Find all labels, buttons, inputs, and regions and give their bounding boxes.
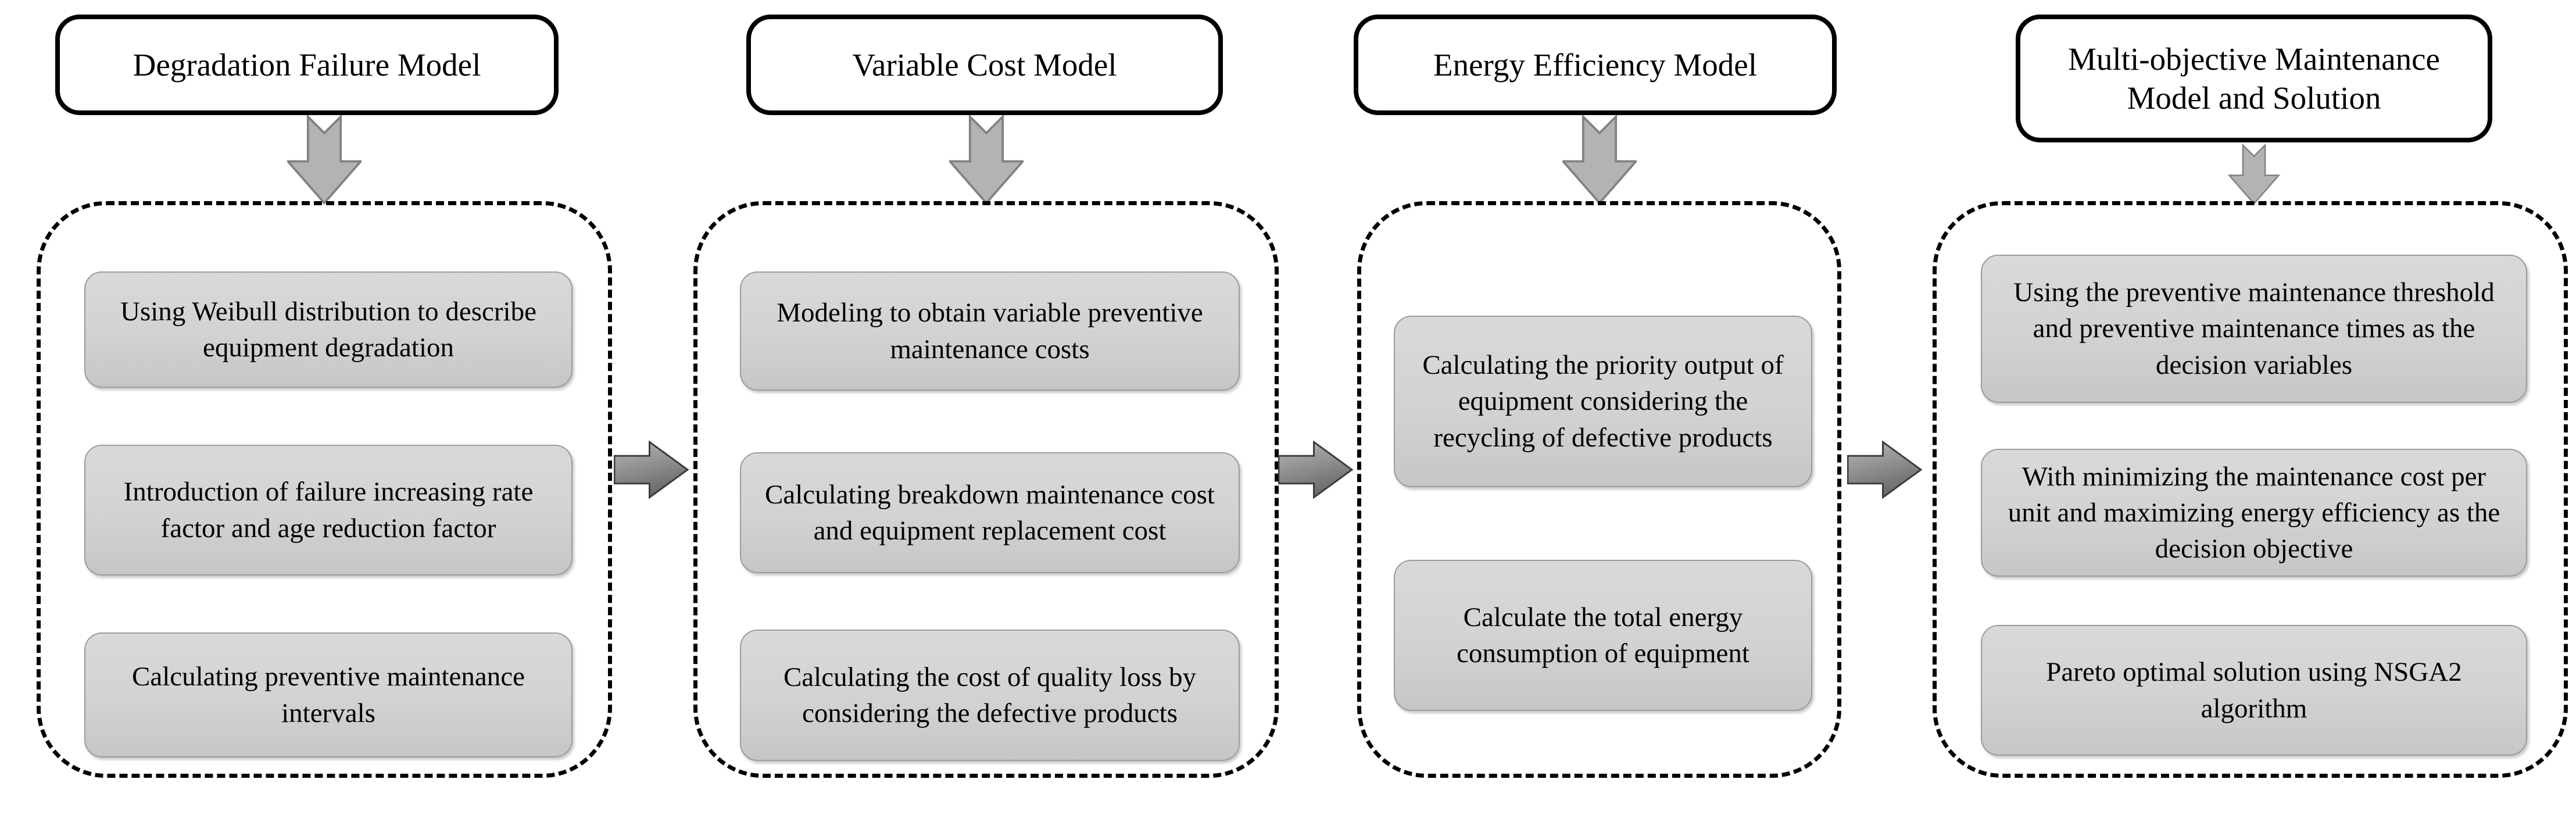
step-label: Using the preventive maintenance thresho… [2013,277,2495,380]
container-variable-cost-model: Modeling to obtain variable preventive m… [693,201,1279,778]
container-multi-objective-maintenance-model: Using the preventive maintenance thresho… [1933,201,2568,778]
step-box: Modeling to obtain variable preventive m… [740,271,1240,391]
header-label: Multi-objective Maintenance Model and So… [2068,41,2440,116]
step-label: Calculating the cost of quality loss by … [783,662,1197,728]
down-arrow-icon [287,115,362,205]
header-label: Energy Efficiency Model [1433,47,1757,83]
step-label: Calculating preventive maintenance inter… [132,662,525,728]
step-label: Calculating the priority output of equip… [1422,350,1784,453]
step-box: Calculate the total energy consumption o… [1394,560,1812,711]
header-multi-objective-maintenance-model: Multi-objective Maintenance Model and So… [2016,15,2492,142]
step-label: With minimizing the maintenance cost per… [2008,461,2500,564]
step-box: Calculating preventive maintenance inter… [84,632,573,757]
header-energy-efficiency-model: Energy Efficiency Model [1354,15,1837,115]
header-degradation-failure-model: Degradation Failure Model [55,15,559,115]
step-box: Introduction of failure increasing rate … [84,445,573,575]
step-label: Calculating breakdown maintenance cost a… [765,479,1215,546]
step-label: Using Weibull distribution to describe e… [120,296,536,363]
header-variable-cost-model: Variable Cost Model [746,15,1223,115]
flow-arrow-icon [1278,441,1353,499]
step-box: With minimizing the maintenance cost per… [1981,449,2527,577]
step-box: Calculating the priority output of equip… [1394,316,1812,487]
step-box: Pareto optimal solution using NSGA2 algo… [1981,625,2527,756]
step-label: Calculate the total energy consumption o… [1457,602,1749,669]
step-label: Modeling to obtain variable preventive m… [777,298,1203,364]
container-degradation-failure-model: Using Weibull distribution to describe e… [37,201,612,778]
down-arrow-icon [2217,144,2291,205]
step-box: Using the preventive maintenance thresho… [1981,255,2527,403]
down-arrow-icon [1562,115,1637,205]
down-arrow-icon [949,115,1024,205]
step-box: Calculating breakdown maintenance cost a… [740,452,1240,573]
step-label: Pareto optimal solution using NSGA2 algo… [2046,657,2462,724]
step-label: Introduction of failure increasing rate … [123,477,534,544]
flow-arrow-icon [614,441,689,499]
step-box: Calculating the cost of quality loss by … [740,630,1240,761]
container-energy-efficiency-model: Calculating the priority output of equip… [1357,201,1841,778]
flow-arrow-icon [1847,441,1922,499]
header-label: Degradation Failure Model [133,47,481,83]
header-label: Variable Cost Model [852,47,1117,83]
step-box: Using Weibull distribution to describe e… [84,271,573,388]
